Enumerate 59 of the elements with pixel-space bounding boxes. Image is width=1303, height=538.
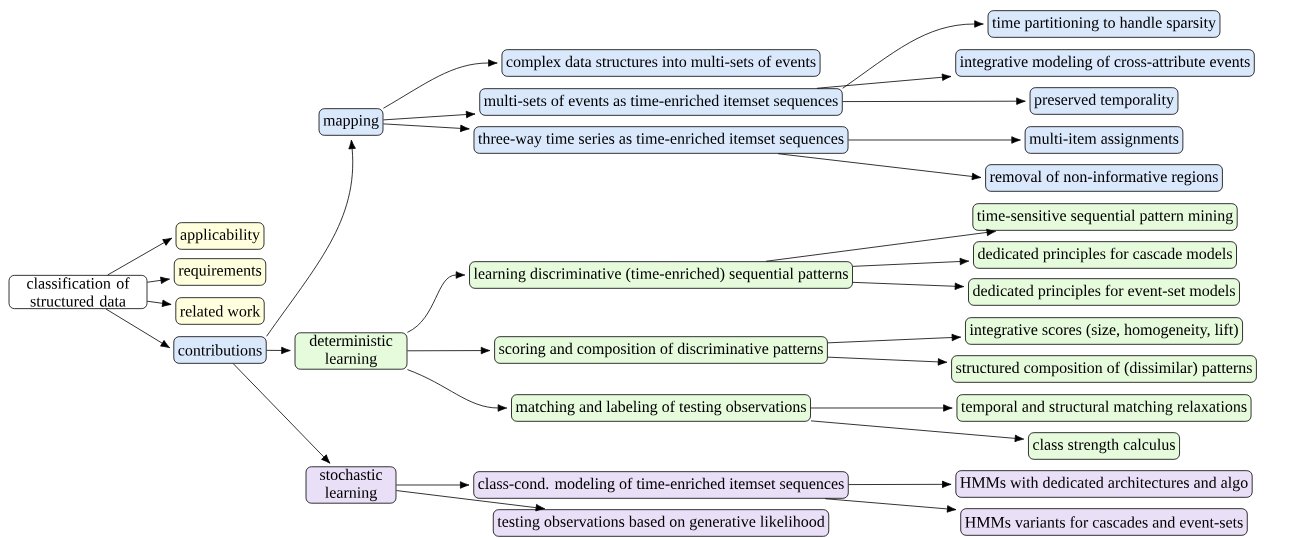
process-box: requirements — [173, 258, 267, 286]
arrow — [852, 281, 965, 290]
process-box: HMMs variants for cascades and event-sets — [960, 508, 1248, 536]
process-box: HMMs with dedicated architectures and algo — [955, 470, 1253, 498]
process-box: mapping — [318, 108, 384, 136]
process-box: scoring and composition of discriminative patterns — [494, 336, 828, 364]
process-box: classification of structured data — [8, 274, 148, 310]
arrow — [842, 20, 984, 89]
arrow — [765, 228, 997, 262]
arrow — [383, 123, 470, 133]
arrow — [266, 346, 291, 355]
process-box: structured composition of (dissimilar) patterns — [951, 355, 1257, 383]
arrow — [848, 136, 1021, 144]
process-box: class strength calculus — [1028, 432, 1180, 460]
process-box: preserved temporality — [1029, 87, 1179, 115]
arrow — [107, 237, 173, 276]
arrow — [842, 97, 1026, 105]
process-box: complex data structures into multi-sets of events — [501, 49, 821, 77]
process-box: dedicated principles for event-set models — [968, 278, 1240, 306]
arrow — [407, 271, 466, 333]
process-box: multi-sets of events as time-enriched itemset sequences — [479, 88, 843, 116]
arrow — [827, 356, 948, 366]
arrow — [407, 369, 508, 412]
process-box: contributions — [173, 336, 267, 364]
process-box: integrative scores (size, homogeneity, lift) — [965, 317, 1243, 345]
process-box: deterministic learning — [294, 332, 408, 370]
arrow — [396, 481, 470, 489]
arrow — [810, 420, 1025, 443]
arrow — [824, 498, 957, 513]
process-box: testing observations based on generative likelihood — [492, 509, 830, 537]
process-box: class-cond. modeling of time-enriched itemset sequences — [473, 471, 849, 499]
process-box: time-sensitive sequential pattern mining — [972, 203, 1238, 231]
arrow — [827, 333, 962, 344]
process-box: learning discriminative (time-enriched) sequential patterns — [469, 261, 853, 289]
arrow — [147, 299, 172, 307]
arrow — [848, 480, 952, 489]
arrow — [383, 59, 498, 109]
arrow — [852, 257, 970, 267]
arrow — [407, 346, 491, 355]
process-box: matching and labeling of testing observations — [511, 394, 811, 422]
arrow — [266, 139, 356, 337]
arrow — [396, 490, 546, 512]
process-box: multi-item assignments — [1024, 126, 1184, 154]
process-box: related work — [175, 297, 265, 325]
process-box: temporal and structural matching relaxations — [956, 394, 1252, 422]
process-box: dedicated principles for cascade models — [973, 241, 1237, 269]
process-box: removal of non-informative regions — [985, 164, 1223, 192]
arrow — [816, 73, 952, 89]
arrow — [105, 308, 171, 349]
process-box: integrative modeling of cross-attribute events — [955, 49, 1255, 77]
arrow — [232, 363, 331, 464]
process-box: applicability — [175, 222, 265, 250]
process-box: three-way time series as time-enriched itemset sequences — [473, 126, 849, 154]
arrow — [383, 110, 476, 121]
arrow — [147, 276, 170, 284]
arrow — [810, 404, 953, 412]
arrow — [777, 153, 982, 181]
process-box: stochastic learning — [305, 466, 397, 504]
process-box: time partitioning to handle sparsity — [987, 10, 1221, 38]
